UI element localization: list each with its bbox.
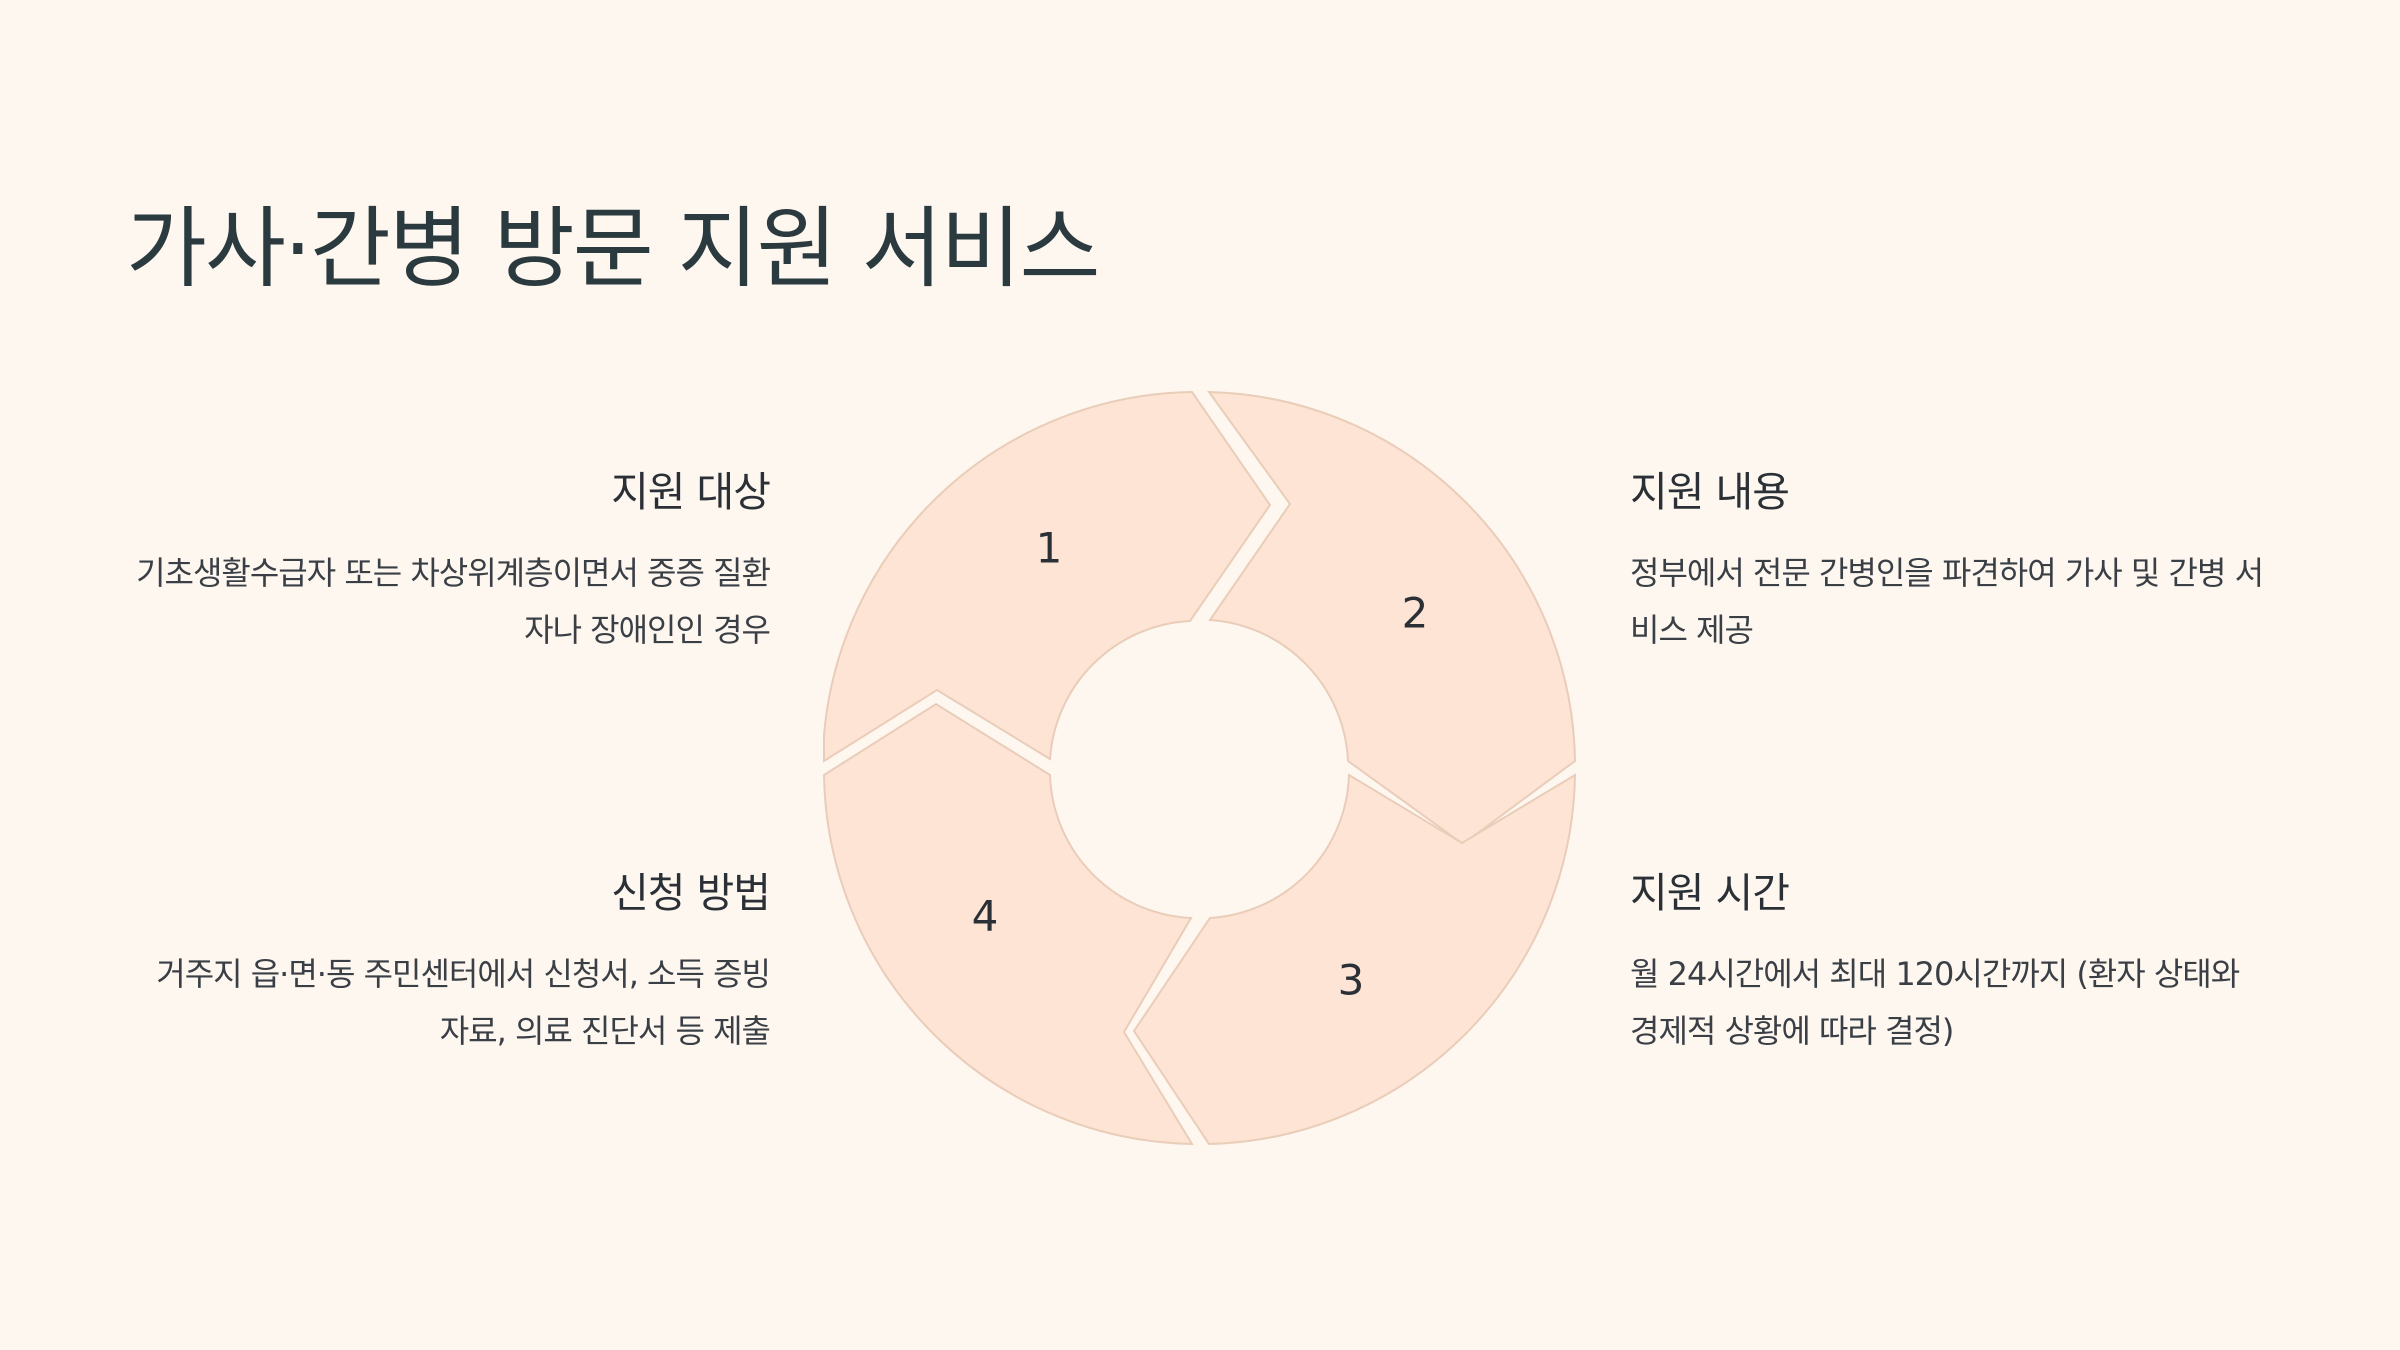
application-method-block: 신청 방법 거주지 읍·면·동 주민센터에서 신청서, 소득 증빙 자료, 의료… bbox=[125, 869, 771, 1060]
cycle-segment-3-number: 3 bbox=[1338, 956, 1365, 1005]
support-target-heading: 지원 대상 bbox=[611, 468, 771, 516]
cycle-segment-4 bbox=[822, 702, 1194, 1146]
support-content-block: 지원 내용 정부에서 전문 간병인을 파견하여 가사 및 간병 서비스 제공 bbox=[1630, 468, 2275, 659]
cycle-segment-4-number: 4 bbox=[972, 892, 999, 941]
support-target-block: 지원 대상 기초생활수급자 또는 차상위계층이면서 중증 질환자나 장애인인 경… bbox=[125, 468, 771, 659]
page-title: 가사·간병 방문 지원 서비스 bbox=[126, 197, 1100, 300]
support-hours-heading: 지원 시간 bbox=[1630, 869, 1790, 917]
support-hours-description: 월 24시간에서 최대 120시간까지 (환자 상태와 경제적 상황에 따라 결… bbox=[1630, 955, 2240, 1051]
support-target-description: 기초생활수급자 또는 차상위계층이면서 중증 질환자나 장애인인 경우 bbox=[136, 554, 771, 650]
cycle-segment-2 bbox=[1207, 390, 1577, 846]
support-content-heading: 지원 내용 bbox=[1630, 468, 1790, 516]
support-hours-block: 지원 시간 월 24시간에서 최대 120시간까지 (환자 상태와 경제적 상황… bbox=[1630, 869, 2275, 1060]
support-content-description: 정부에서 전문 간병인을 파견하여 가사 및 간병 서비스 제공 bbox=[1630, 554, 2264, 650]
cycle-segment-3 bbox=[1132, 773, 1577, 1146]
cycle-segment-2-number: 2 bbox=[1402, 589, 1429, 638]
application-method-heading: 신청 방법 bbox=[611, 869, 771, 917]
application-method-description: 거주지 읍·면·동 주민센터에서 신청서, 소득 증빙 자료, 의료 진단서 등… bbox=[156, 955, 771, 1051]
cycle-segment-1 bbox=[823, 390, 1272, 763]
cycle-segment-1-number: 1 bbox=[1036, 524, 1063, 573]
